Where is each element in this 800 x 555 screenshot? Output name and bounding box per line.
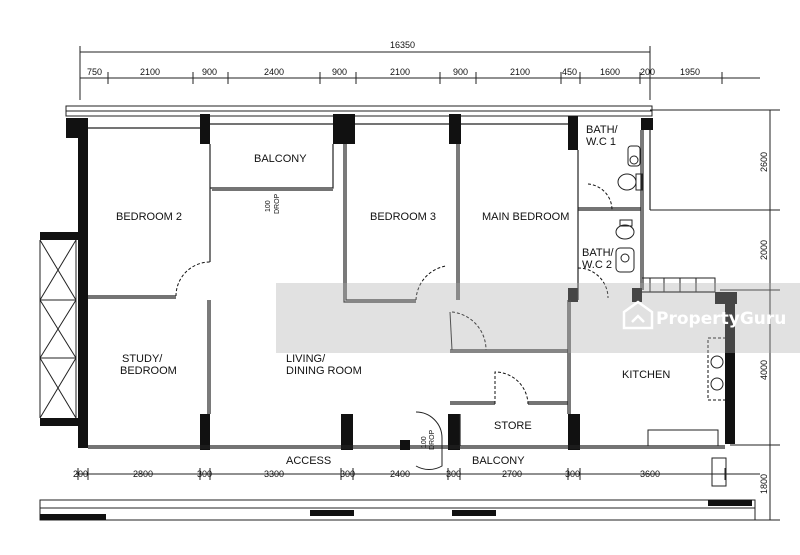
bottom-dim-7: 300 <box>446 469 461 479</box>
bottom-dim-8: 2700 <box>502 469 522 479</box>
top-dim-4: 2400 <box>264 67 284 77</box>
svg-text:100: 100 <box>421 436 428 448</box>
bottom-balcony-ledge <box>39 499 756 521</box>
top-dim-9: 450 <box>562 67 577 77</box>
label-balcony-bottom: BALCONY <box>472 455 525 467</box>
bottom-dim-3: 300 <box>197 469 212 479</box>
watermark-band <box>276 283 800 353</box>
top-dim-7: 900 <box>453 67 468 77</box>
right-dim-2: 2000 <box>759 240 769 260</box>
bottom-dim-10: 3600 <box>640 469 660 479</box>
room-bath-1-line2: W.C 1 <box>586 136 616 148</box>
top-dim-5: 900 <box>332 67 347 77</box>
overall-dimension: 16350 <box>390 40 415 50</box>
right-dim-3: 4000 <box>759 360 769 380</box>
room-bedroom-2: BEDROOM 2 <box>116 211 182 223</box>
top-dimension-lines <box>79 46 760 100</box>
partition-lines <box>88 123 725 449</box>
room-study-line2: BEDROOM <box>120 365 177 377</box>
top-dim-1: 750 <box>87 67 102 77</box>
bottom-dim-1: 200 <box>73 469 88 479</box>
drop-marker-balcony: 100 DROP <box>265 193 281 214</box>
room-bath-2-line2: W.C 2 <box>582 259 612 271</box>
svg-text:DROP: DROP <box>274 193 281 214</box>
top-dim-2: 2100 <box>140 67 160 77</box>
top-dim-8: 2100 <box>510 67 530 77</box>
room-living-line1: LIVING/ <box>286 353 326 365</box>
right-dim-1: 2600 <box>759 152 769 172</box>
svg-text:100: 100 <box>265 200 272 212</box>
bottom-dim-2: 2800 <box>133 469 153 479</box>
kitchen-fixtures <box>642 277 727 487</box>
drop-marker-access: 100 DROP <box>415 411 443 470</box>
room-bath-1-line1: BATH/ <box>586 124 619 136</box>
watermark-text: PropertyGuru <box>656 309 786 329</box>
propertyguru-logo-icon <box>622 300 654 330</box>
walls <box>66 114 737 450</box>
top-dim-11: 200 <box>640 67 655 77</box>
right-dimension-lines <box>650 109 780 521</box>
bottom-dimension-lines <box>76 468 760 480</box>
top-dim-6: 2100 <box>390 67 410 77</box>
room-bedroom-3: BEDROOM 3 <box>370 211 436 223</box>
top-dim-10: 1600 <box>600 67 620 77</box>
bottom-dim-6: 2400 <box>390 469 410 479</box>
room-main-bedroom: MAIN BEDROOM <box>482 211 569 223</box>
top-window-ledge <box>65 105 653 117</box>
svg-text:DROP: DROP <box>429 429 436 450</box>
bathroom-fixtures <box>615 145 643 273</box>
door-swings <box>175 183 613 405</box>
bottom-dim-9: 300 <box>565 469 580 479</box>
room-bath-2-line1: BATH/ <box>582 247 615 259</box>
room-study-line1: STUDY/ <box>122 353 163 365</box>
room-store: STORE <box>494 420 532 432</box>
top-dim-3: 900 <box>202 67 217 77</box>
left-facade <box>39 232 78 426</box>
bottom-dim-5: 300 <box>340 469 355 479</box>
room-living-line2: DINING ROOM <box>286 365 362 377</box>
room-kitchen: KITCHEN <box>622 369 670 381</box>
bottom-dim-4: 3300 <box>264 469 284 479</box>
label-access: ACCESS <box>286 455 331 467</box>
room-balcony-top: BALCONY <box>254 153 307 165</box>
top-dim-12: 1950 <box>680 67 700 77</box>
right-dim-4: 1800 <box>759 474 769 494</box>
